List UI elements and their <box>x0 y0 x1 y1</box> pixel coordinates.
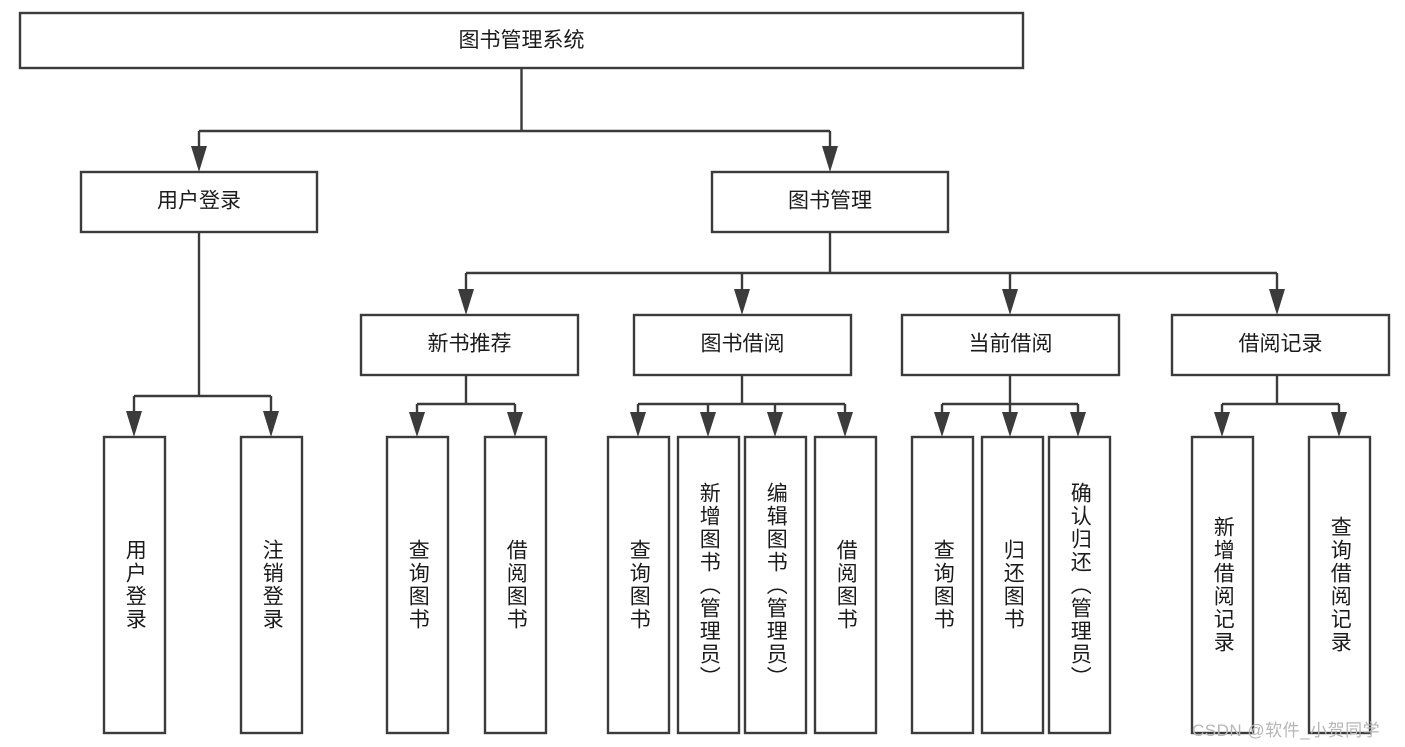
node-box-leaf-bb-edit[interactable] <box>743 435 808 735</box>
arrow-to-new-book-recommend <box>458 289 474 315</box>
arrow-to-book-borrow <box>734 289 750 315</box>
node-box-leaf-logout[interactable] <box>239 435 304 735</box>
arrow-to-leaf-user-login <box>126 411 142 437</box>
arrow-to-user-login <box>191 146 207 172</box>
node-box-root[interactable] <box>18 11 1025 70</box>
node-label-book-manage: 图书管理 <box>788 190 872 213</box>
connector-group-new-book-to-leaves <box>409 375 523 437</box>
node-box-leaf-user-login[interactable] <box>102 435 167 735</box>
connector-group-user-login-to-leaves <box>126 232 279 437</box>
arrow-to-leaf-cb-query <box>934 412 950 437</box>
arrow-to-leaf-logout <box>263 411 279 437</box>
node-box-user-login[interactable] <box>79 170 319 234</box>
connector-group-current-borrow-to-leaves <box>934 375 1086 437</box>
node-box-leaf-br-add[interactable] <box>1190 435 1255 735</box>
node-box-leaf-nb-borrow[interactable] <box>483 435 548 735</box>
arrow-to-leaf-nb-query <box>409 412 425 437</box>
arrow-to-leaf-bb-query <box>630 412 646 437</box>
csdn-watermark: CSDN @软件_小贺同学 <box>1192 721 1381 740</box>
node-label-user-login: 用户登录 <box>157 190 241 213</box>
node-label-book-borrow: 图书借阅 <box>701 333 785 356</box>
node-box-new-book-recommend[interactable] <box>359 313 580 377</box>
node-box-leaf-nb-query[interactable] <box>385 435 450 735</box>
node-label-current-borrow: 当前借阅 <box>969 333 1053 356</box>
connector-group-book-borrow-to-leaves <box>630 375 853 437</box>
node-box-leaf-cb-confirm[interactable] <box>1047 435 1112 735</box>
arrow-to-borrow-record <box>1269 289 1285 315</box>
node-label-root: 图书管理系统 <box>459 29 585 52</box>
arrow-to-leaf-cb-return <box>1002 412 1018 437</box>
connector-group-root-to-level2 <box>191 68 838 172</box>
node-box-borrow-record[interactable] <box>1170 313 1391 377</box>
node-box-leaf-bb-borrow[interactable] <box>813 435 878 735</box>
arrow-to-leaf-cb-confirm <box>1070 412 1086 437</box>
node-box-book-borrow[interactable] <box>632 313 853 377</box>
node-box-leaf-bb-query[interactable] <box>606 435 671 735</box>
node-label-new-book-recommend: 新书推荐 <box>428 333 512 356</box>
arrow-to-book-manage <box>822 146 838 172</box>
arrow-to-leaf-br-add <box>1214 412 1230 437</box>
node-label-borrow-record: 借阅记录 <box>1239 333 1323 356</box>
arrow-to-leaf-bb-add <box>700 412 716 437</box>
node-box-book-manage[interactable] <box>710 170 950 234</box>
arrow-to-current-borrow <box>1002 289 1018 315</box>
node-box-current-borrow[interactable] <box>900 313 1121 377</box>
node-box-leaf-cb-return[interactable] <box>980 435 1045 735</box>
arrow-to-leaf-nb-borrow <box>507 412 523 437</box>
arrow-to-leaf-bb-borrow <box>837 412 853 437</box>
node-box-leaf-bb-add[interactable] <box>676 435 741 735</box>
node-box-leaf-cb-query[interactable] <box>910 435 975 735</box>
connector-group-borrow-record-to-leaves <box>1214 375 1347 437</box>
connector-group-book-manage-to-level3 <box>458 232 1285 315</box>
arrow-to-leaf-bb-edit <box>767 412 783 437</box>
arrow-to-leaf-br-query <box>1331 412 1347 437</box>
node-box-leaf-br-query[interactable] <box>1307 435 1372 735</box>
